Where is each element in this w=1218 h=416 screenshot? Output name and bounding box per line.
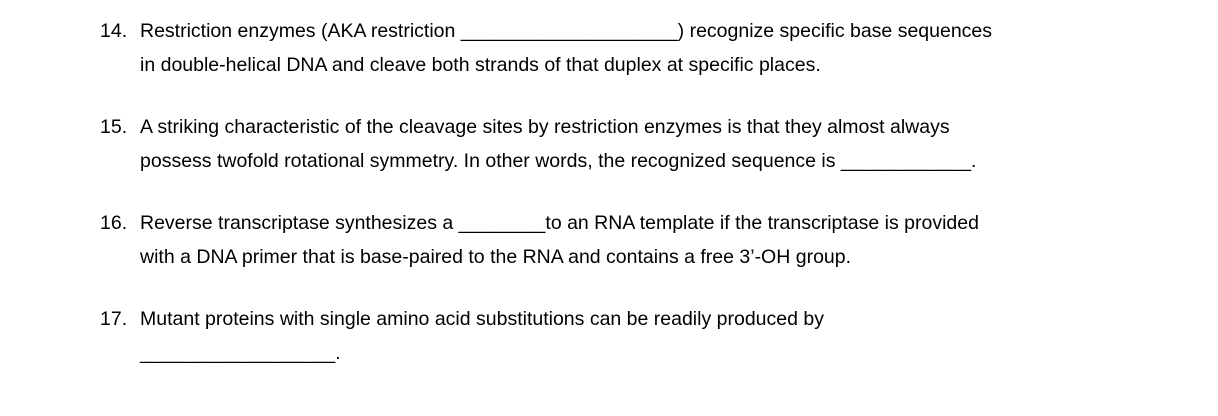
question-15: 15. A striking characteristic of the cle…: [100, 110, 1198, 178]
question-text: A striking characteristic of the cleavag…: [140, 110, 1198, 178]
question-text: Restriction enzymes (AKA restriction ___…: [140, 14, 1198, 82]
question-line: A striking characteristic of the cleavag…: [140, 116, 950, 138]
question-line: in double-helical DNA and cleave both st…: [140, 54, 821, 76]
question-line: Reverse transcriptase synthesizes a ____…: [140, 212, 979, 234]
question-text: Reverse transcriptase synthesizes a ____…: [140, 206, 1198, 274]
question-line: possess twofold rotational symmetry. In …: [140, 150, 977, 172]
question-16: 16. Reverse transcriptase synthesizes a …: [100, 206, 1198, 274]
question-14: 14. Restriction enzymes (AKA restriction…: [100, 14, 1198, 82]
question-line: __________________.: [140, 342, 341, 364]
question-line: Restriction enzymes (AKA restriction ___…: [140, 20, 993, 42]
question-number: 16.: [100, 212, 128, 234]
question-number: 14.: [100, 20, 128, 42]
question-number: 17.: [100, 308, 128, 330]
question-number: 15.: [100, 116, 128, 138]
question-text: Mutant proteins with single amino acid s…: [140, 302, 1198, 370]
question-line: with a DNA primer that is base-paired to…: [140, 246, 852, 268]
question-17: 17. Mutant proteins with single amino ac…: [100, 302, 1198, 370]
question-line: Mutant proteins with single amino acid s…: [140, 308, 824, 330]
